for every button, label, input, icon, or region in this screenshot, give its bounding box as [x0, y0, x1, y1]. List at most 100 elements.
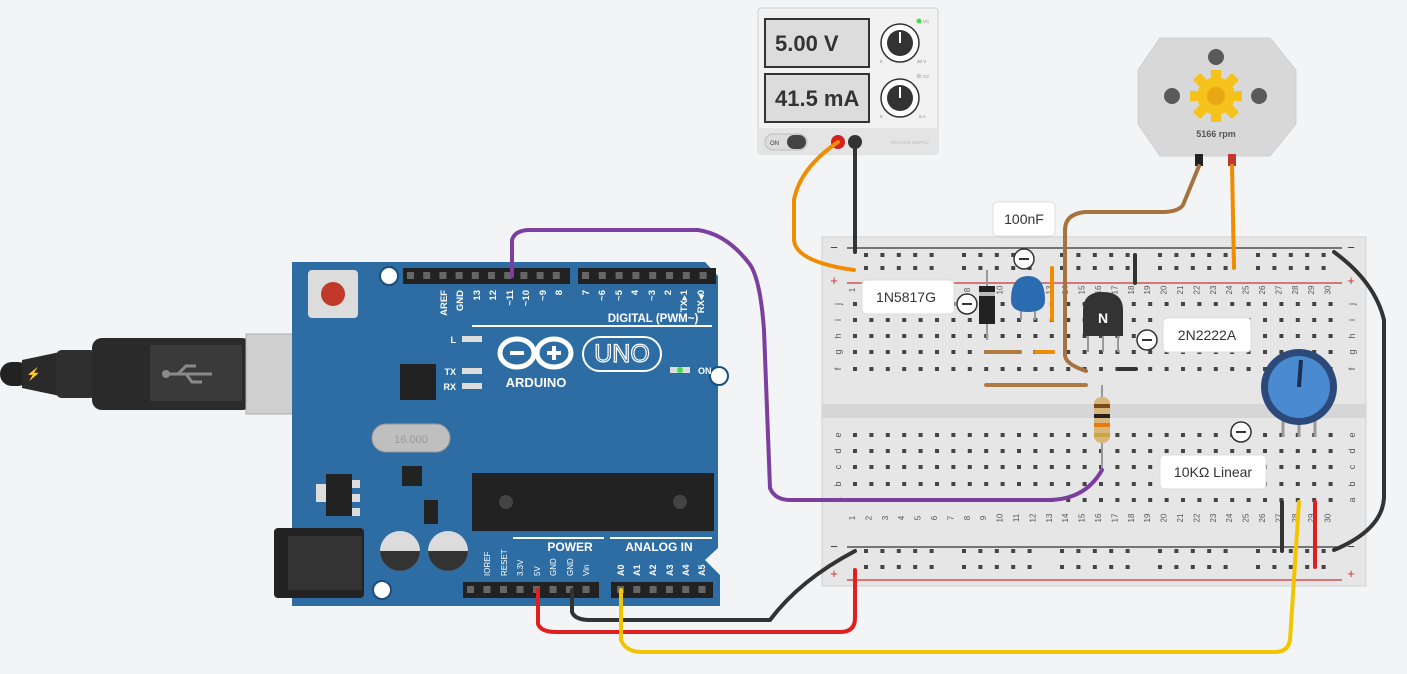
bb-hole[interactable] — [869, 318, 874, 322]
rail-hole[interactable] — [880, 549, 885, 553]
bb-hole[interactable] — [1099, 498, 1103, 502]
bb-hole[interactable] — [853, 350, 857, 354]
bb-hole[interactable] — [1328, 302, 1333, 306]
bb-hole[interactable] — [853, 302, 857, 306]
jumper-wires[interactable] — [984, 253, 1317, 569]
rail-hole[interactable] — [1321, 549, 1326, 553]
rail-hole[interactable] — [1174, 253, 1179, 257]
header-pin[interactable] — [698, 586, 706, 593]
bb-hole[interactable] — [1295, 318, 1300, 322]
rail-hole[interactable] — [1256, 565, 1260, 569]
bb-hole[interactable] — [1181, 367, 1185, 371]
bb-hole[interactable] — [1312, 465, 1317, 469]
rail-hole[interactable] — [1092, 565, 1097, 569]
bb-hole[interactable] — [902, 465, 907, 469]
rail-hole[interactable] — [896, 253, 901, 257]
rail-hole[interactable] — [1027, 565, 1032, 569]
bb-hole[interactable] — [1213, 498, 1218, 502]
rail-hole[interactable] — [1027, 549, 1032, 553]
bb-hole[interactable] — [1328, 498, 1333, 502]
rail-hole[interactable] — [994, 253, 999, 257]
bb-hole[interactable] — [1082, 482, 1087, 486]
capacitor-callout[interactable] — [992, 201, 1056, 270]
bb-hole[interactable] — [1066, 350, 1071, 354]
rail-hole[interactable] — [1174, 565, 1179, 569]
header-pin[interactable] — [516, 586, 524, 593]
bb-hole[interactable] — [918, 465, 923, 469]
bb-hole[interactable] — [1295, 465, 1300, 469]
bb-hole[interactable] — [967, 433, 972, 437]
rail-hole[interactable] — [1190, 266, 1195, 270]
bb-hole[interactable] — [1049, 433, 1054, 437]
bb-hole[interactable] — [885, 482, 890, 486]
header-pin[interactable] — [407, 272, 414, 279]
rail-hole[interactable] — [1305, 565, 1310, 569]
capacitor[interactable] — [1011, 276, 1045, 320]
header-pin[interactable] — [488, 272, 495, 279]
rail-hole[interactable] — [962, 549, 966, 553]
resistor[interactable] — [1094, 385, 1110, 470]
bb-hole[interactable] — [1312, 482, 1317, 486]
diode-callout[interactable] — [861, 279, 978, 315]
rail-hole[interactable] — [1305, 549, 1310, 553]
bb-hole[interactable] — [853, 482, 857, 486]
bb-hole[interactable] — [885, 449, 890, 453]
rail-hole[interactable] — [978, 266, 983, 270]
header-pin[interactable] — [504, 272, 512, 279]
bb-hole[interactable] — [1000, 334, 1005, 338]
bb-hole[interactable] — [1197, 449, 1202, 453]
header-pin[interactable] — [649, 272, 657, 279]
rail-hole[interactable] — [1321, 565, 1326, 569]
bb-hole[interactable] — [967, 482, 972, 486]
bb-hole[interactable] — [1066, 465, 1071, 469]
rail-hole[interactable] — [994, 565, 999, 569]
bb-hole[interactable] — [1099, 482, 1103, 486]
rail-hole[interactable] — [1190, 253, 1195, 257]
rail-hole[interactable] — [896, 565, 901, 569]
bb-hole[interactable] — [1066, 482, 1071, 486]
rail-hole[interactable] — [1092, 266, 1097, 270]
bb-hole[interactable] — [1279, 433, 1284, 437]
rail-hole[interactable] — [1076, 253, 1081, 257]
bb-hole[interactable] — [1017, 433, 1021, 437]
bb-hole[interactable] — [1181, 433, 1185, 437]
rail-hole[interactable] — [1272, 253, 1277, 257]
bb-hole[interactable] — [1066, 302, 1071, 306]
bb-hole[interactable] — [885, 334, 890, 338]
rail-hole[interactable] — [1223, 266, 1228, 270]
rail-hole[interactable] — [1158, 565, 1162, 569]
bb-hole[interactable] — [1328, 350, 1333, 354]
transistor[interactable] — [1083, 292, 1123, 352]
header-pin[interactable] — [682, 272, 690, 279]
bb-hole[interactable] — [1213, 433, 1218, 437]
rail-hole[interactable] — [1060, 565, 1064, 569]
rail-hole[interactable] — [1272, 565, 1277, 569]
bb-hole[interactable] — [951, 367, 956, 371]
bb-hole[interactable] — [1049, 482, 1054, 486]
bb-hole[interactable] — [1131, 449, 1136, 453]
bb-hole[interactable] — [1131, 465, 1136, 469]
bb-hole[interactable] — [1000, 449, 1005, 453]
bb-hole[interactable] — [1082, 433, 1087, 437]
bb-hole[interactable] — [935, 465, 939, 469]
bb-hole[interactable] — [853, 449, 857, 453]
bb-hole[interactable] — [1148, 449, 1153, 453]
bb-hole[interactable] — [885, 433, 890, 437]
bb-hole[interactable] — [1328, 318, 1333, 322]
bb-hole[interactable] — [1181, 449, 1185, 453]
bb-hole[interactable] — [1213, 367, 1218, 371]
bb-hole[interactable] — [1312, 302, 1317, 306]
rail-hole[interactable] — [913, 549, 918, 553]
rail-hole[interactable] — [1076, 549, 1081, 553]
rail-hole[interactable] — [1158, 549, 1162, 553]
bb-hole[interactable] — [1295, 482, 1300, 486]
bb-hole[interactable] — [902, 482, 907, 486]
bb-hole[interactable] — [967, 449, 972, 453]
rail-hole[interactable] — [896, 549, 901, 553]
bb-hole[interactable] — [1148, 482, 1153, 486]
header-pin[interactable] — [598, 272, 606, 279]
rail-hole[interactable] — [864, 565, 868, 569]
rail-hole[interactable] — [1076, 266, 1081, 270]
bb-hole[interactable] — [935, 318, 939, 322]
